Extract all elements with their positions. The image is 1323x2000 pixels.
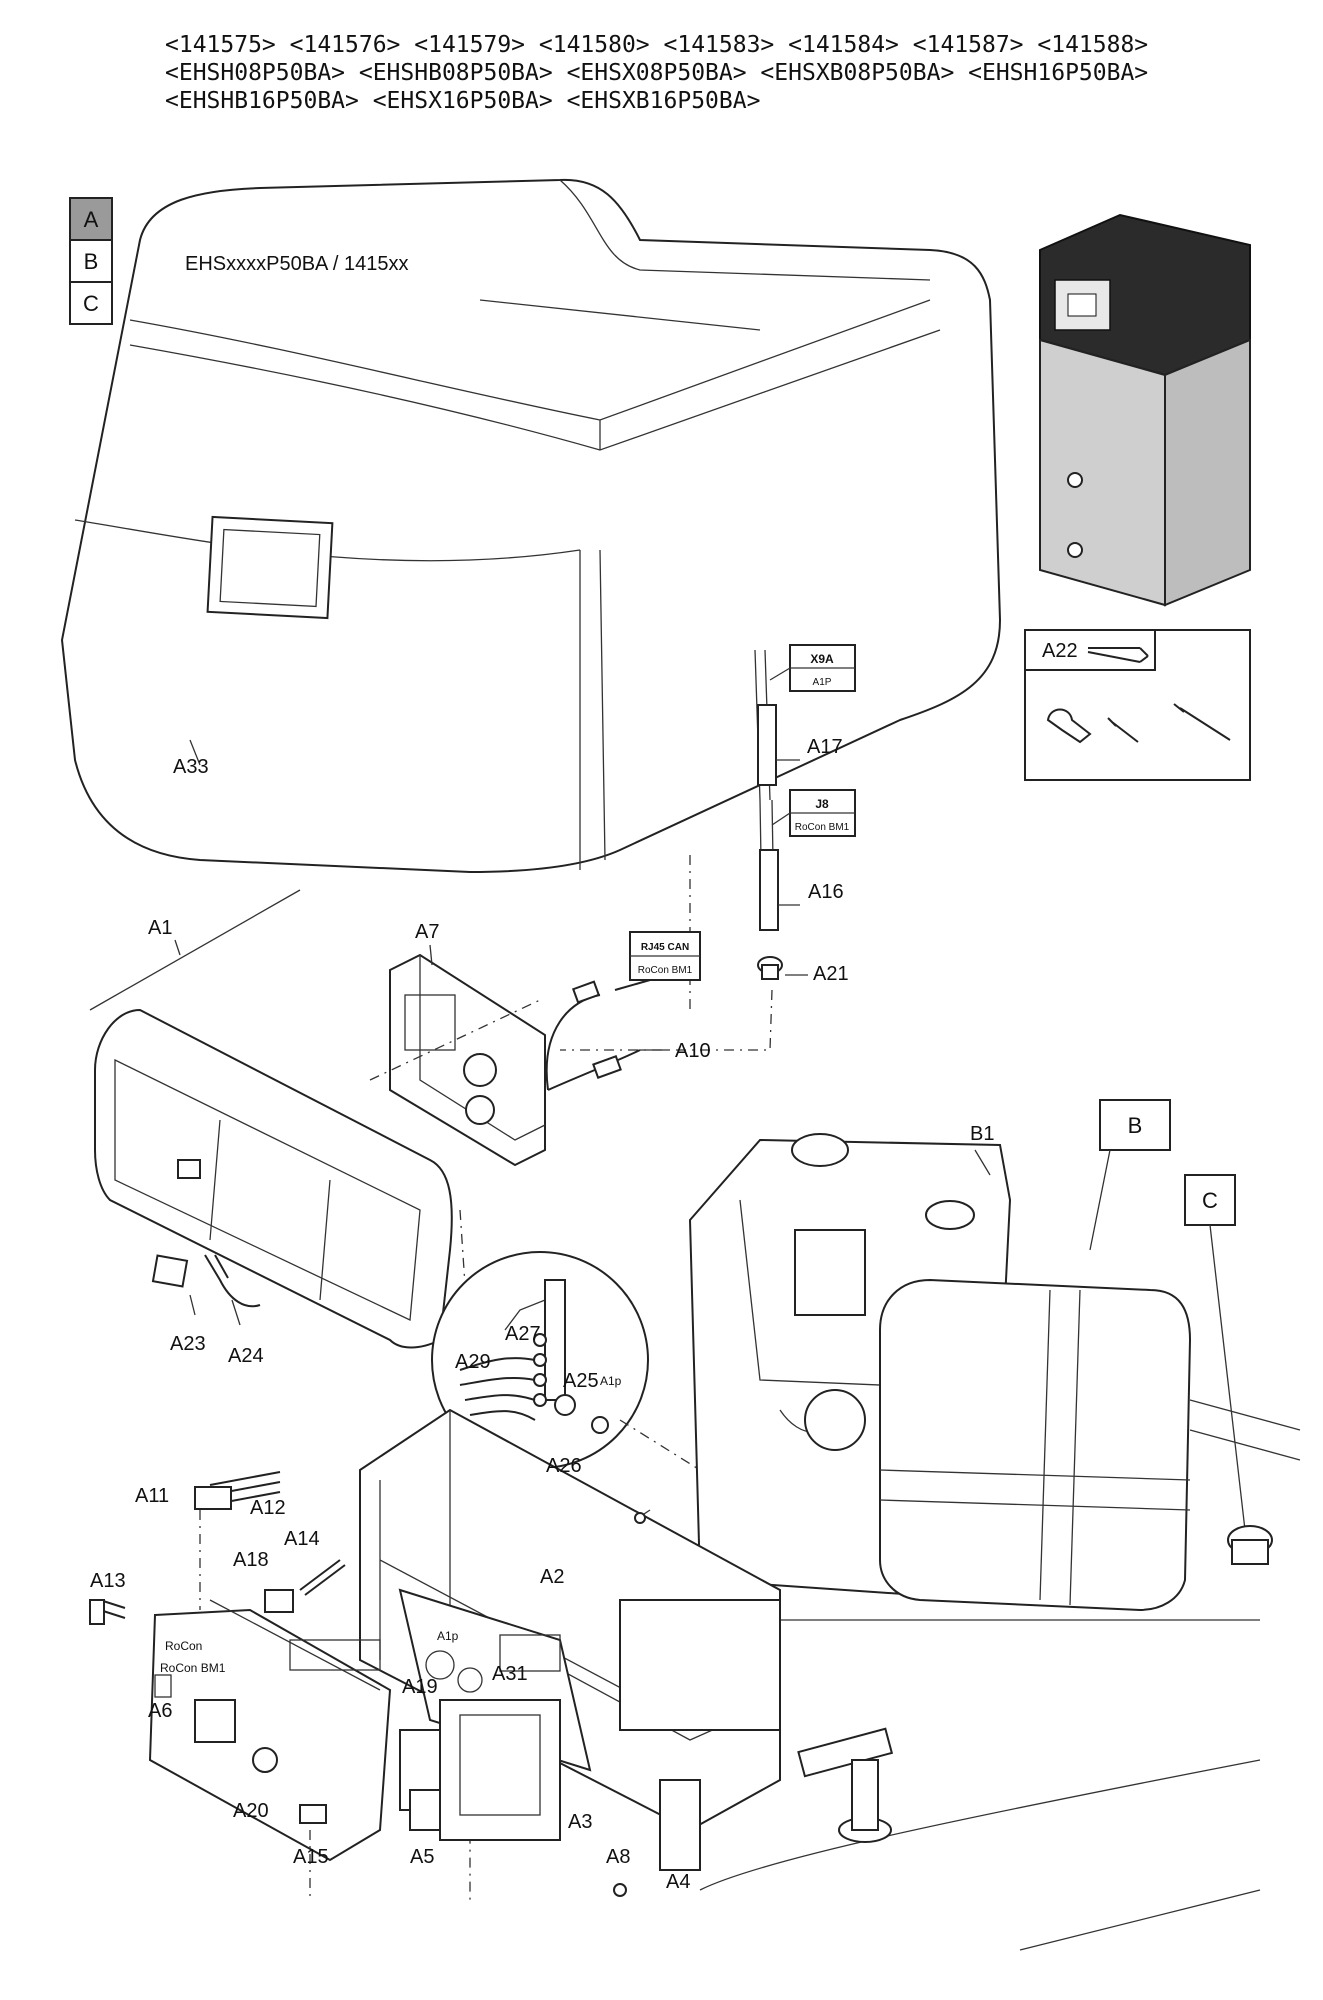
- box-label-b: B: [1128, 1113, 1143, 1138]
- front-panel-a1: [89, 889, 541, 1900]
- section-tabs[interactable]: A B C: [69, 197, 113, 325]
- tag-rj45: RJ45 CAN: [641, 942, 689, 953]
- pliers-icon: [1087, 647, 1149, 663]
- label-a12: A12: [250, 1497, 286, 1519]
- small-connectors: [89, 1471, 346, 1900]
- model-header: <141575> <141576> <141579> <141580> <141…: [165, 32, 1148, 114]
- box-label-c: C: [1202, 1188, 1218, 1213]
- tag-x9a-a1p: A1P: [813, 677, 832, 688]
- label-a17: A17: [807, 736, 843, 758]
- header-line-2: <EHSH08P50BA> <EHSHB08P50BA> <EHSX08P50B…: [165, 60, 1148, 86]
- switches-a23-a24: [151, 1254, 261, 1326]
- label-a8: A8: [606, 1846, 630, 1868]
- board-text-rocon-sub: RoCon: [165, 1639, 202, 1653]
- detail-circle: A1p: [359, 1251, 701, 1521]
- label-a25: A25: [563, 1370, 599, 1392]
- label-a21: A21: [813, 963, 849, 985]
- label-a6: A6: [148, 1700, 172, 1722]
- label-a19: A19: [402, 1676, 438, 1698]
- tag-rj45-rocon: RoCon BM1: [638, 965, 693, 976]
- screw-small-icon: [1107, 717, 1139, 743]
- label-a33: A33: [173, 756, 209, 778]
- label-a14: A14: [284, 1528, 320, 1550]
- part-c: C: [1184, 1174, 1273, 1565]
- top-cover-a33: EHSxxxxP50BA / 1415xx: [60, 178, 1002, 874]
- tag-j8: J8: [815, 797, 829, 811]
- label-a7: A7: [415, 921, 439, 943]
- label-a13: A13: [90, 1570, 126, 1592]
- label-a23: A23: [170, 1333, 206, 1355]
- controller-a7: RJ45 CAN RoCon BM1: [389, 931, 701, 1167]
- label-a18: A18: [233, 1549, 269, 1571]
- header-line-3: <EHSHB16P50BA> <EHSX16P50BA> <EHSXB16P50…: [165, 88, 760, 114]
- tool-kit-box: A22: [1024, 629, 1251, 781]
- tab-a[interactable]: A: [84, 207, 99, 232]
- unit-thumbnail: [1039, 213, 1251, 607]
- tank-assembly-b1: B: [688, 1099, 1192, 1612]
- label-a20: A20: [233, 1800, 269, 1822]
- label-a1: A1: [148, 917, 172, 939]
- label-a15: A15: [293, 1846, 329, 1868]
- label-a4: A4: [666, 1871, 690, 1893]
- label-a26: A26: [546, 1455, 582, 1477]
- label-a2: A2: [540, 1566, 564, 1588]
- label-a24: A24: [228, 1345, 264, 1367]
- tab-c-bg[interactable]: [69, 281, 113, 325]
- part-labels: A1 A7 A33 A17 A16 A21 A10 B1 A23 A24 A27…: [90, 736, 994, 1893]
- label-a11: A11: [135, 1485, 169, 1507]
- clip-icon: [1046, 708, 1092, 744]
- label-a16: A16: [808, 881, 844, 903]
- label-a10: A10: [675, 1040, 711, 1062]
- label-b1: B1: [970, 1123, 994, 1145]
- board-text-a1p-detail: A1p: [600, 1374, 622, 1388]
- header-line-1: <141575> <141576> <141579> <141580> <141…: [165, 32, 1148, 58]
- board-text-a1p: A1p: [437, 1629, 459, 1643]
- tag-x9a: X9A: [810, 652, 834, 666]
- tool-kit-label: A22: [1042, 640, 1078, 662]
- label-a31: A31: [492, 1663, 528, 1685]
- model-text: EHSxxxxP50BA / 1415xx: [185, 253, 408, 275]
- board-text-rocon: RoCon BM1: [160, 1661, 226, 1675]
- screw-long-icon: [1173, 703, 1231, 741]
- tab-c[interactable]: C: [83, 291, 99, 316]
- tag-j8-rocon: RoCon BM1: [795, 822, 850, 833]
- label-a5: A5: [410, 1846, 434, 1868]
- rocon-board-a6: RoCon RoCon BM1: [148, 1599, 561, 1862]
- label-a29: A29: [455, 1351, 491, 1373]
- label-a3: A3: [568, 1811, 592, 1833]
- label-a27: A27: [505, 1323, 541, 1345]
- tab-b[interactable]: B: [84, 249, 99, 274]
